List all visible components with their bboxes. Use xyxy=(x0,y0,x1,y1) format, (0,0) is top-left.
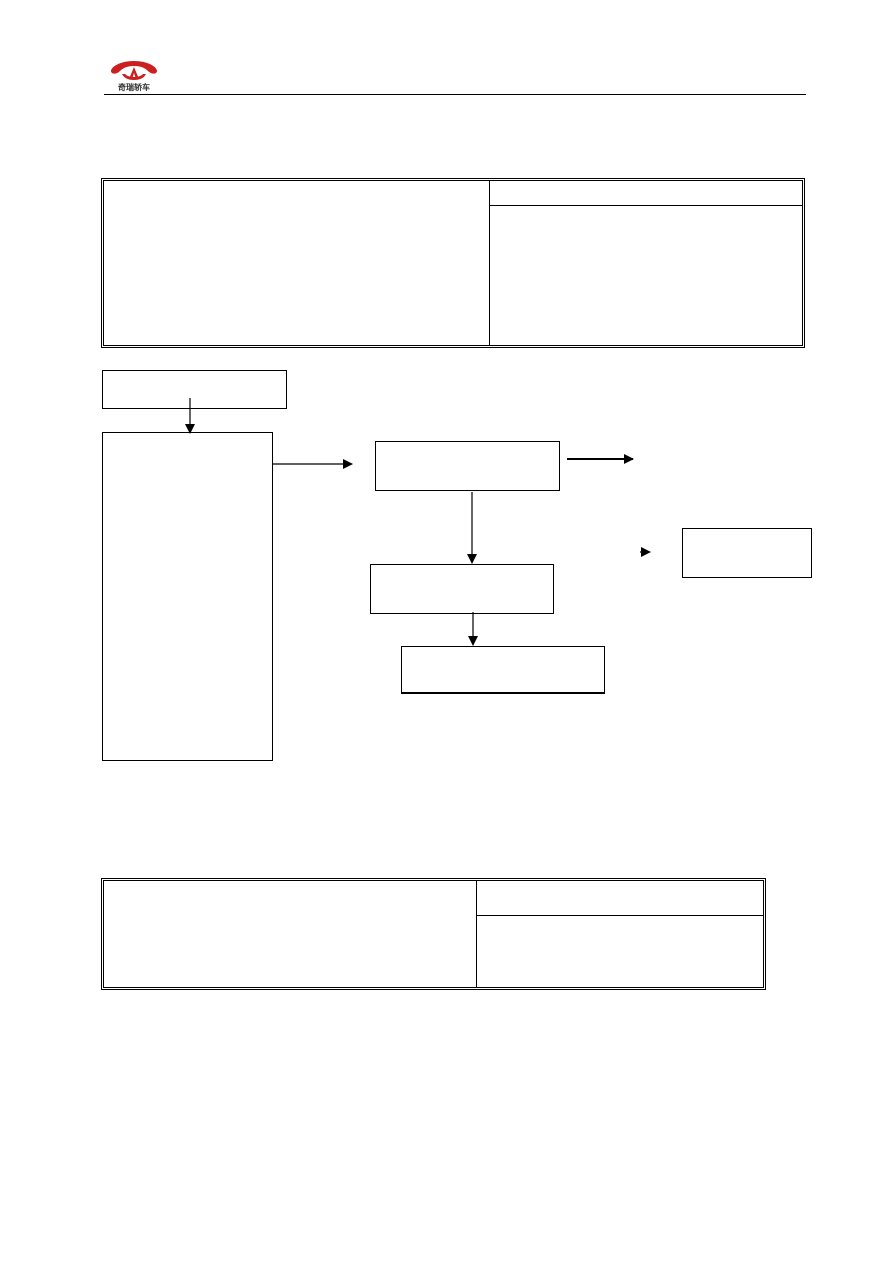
header-rule xyxy=(104,94,806,95)
chery-logo-icon: 奇瑞轿车 xyxy=(111,61,157,92)
svg-text:奇瑞轿车: 奇瑞轿车 xyxy=(118,82,150,92)
bottom-table-left-cell xyxy=(104,881,477,987)
flow-center-middle-box xyxy=(370,564,554,614)
flow-center-top-box xyxy=(375,441,560,491)
flow-left-tall-box xyxy=(102,432,273,761)
flow-center-bottom-box xyxy=(401,646,605,694)
bottom-table-right-body xyxy=(477,916,763,987)
flow-start-box xyxy=(102,370,287,409)
bottom-info-table xyxy=(101,878,766,990)
flow-right-box xyxy=(682,528,812,578)
top-table-right-body xyxy=(490,206,802,345)
bottom-table-right-header xyxy=(477,881,763,916)
top-table-right-header xyxy=(490,181,802,206)
top-table-left-cell xyxy=(104,181,490,345)
top-info-table xyxy=(101,178,805,348)
